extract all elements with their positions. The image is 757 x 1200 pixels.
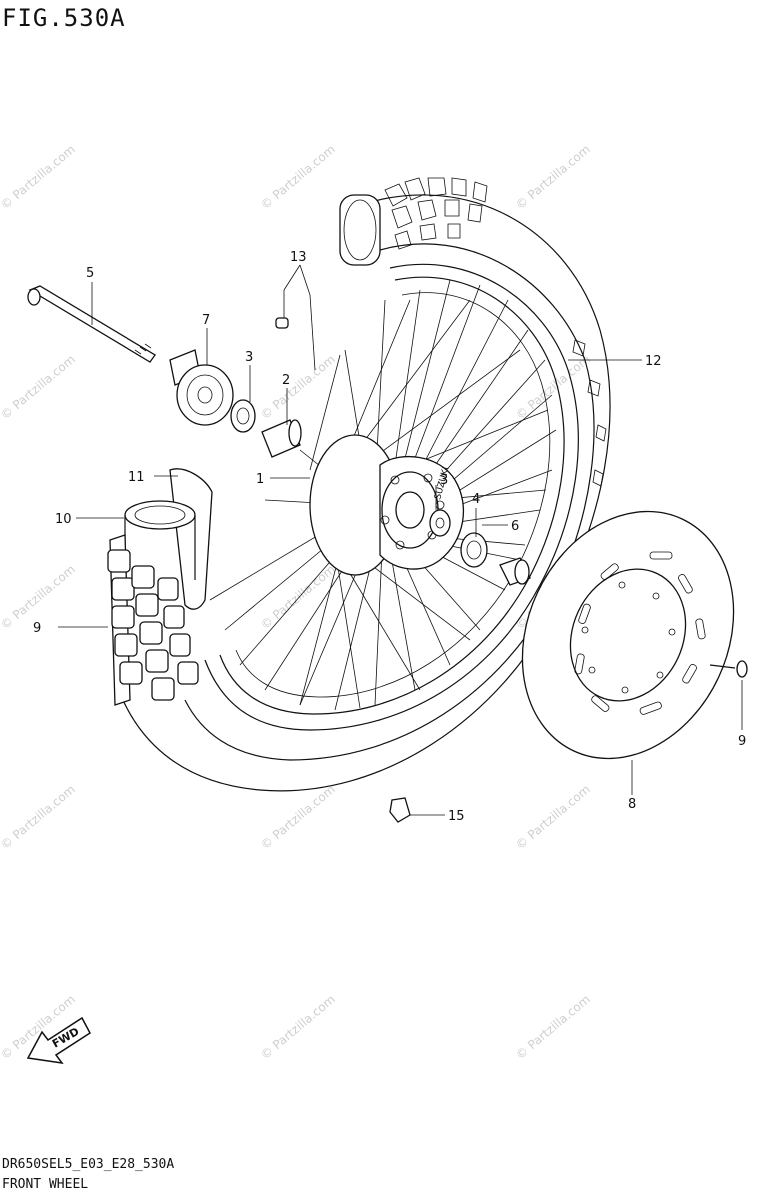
part-label-7: 7 (202, 313, 210, 328)
spacer (261, 419, 302, 458)
watermark: © Partzilla.com (0, 782, 78, 852)
watermark: © Partzilla.com (258, 782, 338, 852)
watermark: © Partzilla.com (513, 352, 593, 422)
brake-disc (521, 510, 735, 760)
figure-caption: FRONT WHEEL (2, 1177, 89, 1192)
watermark: © Partzilla.com (258, 352, 338, 422)
inner-tube (124, 500, 196, 580)
part-label-5: 5 (86, 266, 94, 281)
figure-title: FIG.530A (2, 4, 126, 32)
part-label-3-left: 3 (245, 350, 253, 365)
balance-weight (389, 797, 411, 823)
watermark: © Partzilla.com (258, 562, 338, 632)
collar (499, 557, 531, 586)
leader-lines (58, 264, 743, 816)
spoke-nipple (275, 317, 289, 329)
part-label-6: 6 (511, 519, 519, 534)
part-label-1: 1 (256, 472, 264, 487)
bearing-right (429, 509, 451, 537)
tire-section (107, 534, 199, 706)
part-label-15: 15 (448, 809, 465, 824)
watermark: © Partzilla.com (258, 992, 338, 1062)
part-label-11: 10 (55, 512, 72, 527)
watermark: © Partzilla.com (513, 142, 593, 212)
part-labels: 5 7 3 2 13 1 12 11 10 9 3 4 6 8 9 9 15 (33, 250, 746, 824)
watermark: © Partzilla.com (258, 142, 338, 212)
wheel-hub: SUZUKI (309, 434, 465, 576)
part-label-4: 4 (472, 492, 480, 507)
part-label-2: 2 (282, 373, 290, 388)
part-label-12: 11 (128, 470, 145, 485)
bearing-left (230, 399, 256, 433)
watermark: © Partzilla.com (513, 782, 593, 852)
figure-code: DR650SEL5_E03_E28_530A (2, 1157, 175, 1172)
part-label-10: 9 (33, 621, 41, 636)
speedometer-gearbox (169, 349, 234, 426)
front-axle (27, 285, 156, 363)
oil-seal (460, 532, 488, 568)
watermark: © Partzilla.com (0, 142, 78, 212)
part-label-9-visible: 9 (738, 734, 746, 749)
disc-bolt (709, 660, 748, 678)
watermark: © Partzilla.com (0, 352, 78, 422)
part-label-13: 12 (645, 354, 662, 369)
watermark: © Partzilla.com (513, 992, 593, 1062)
part-label-14: 13 (290, 250, 307, 265)
part-label-3-right: 3 (440, 473, 448, 488)
part-label-8: 8 (628, 797, 636, 812)
